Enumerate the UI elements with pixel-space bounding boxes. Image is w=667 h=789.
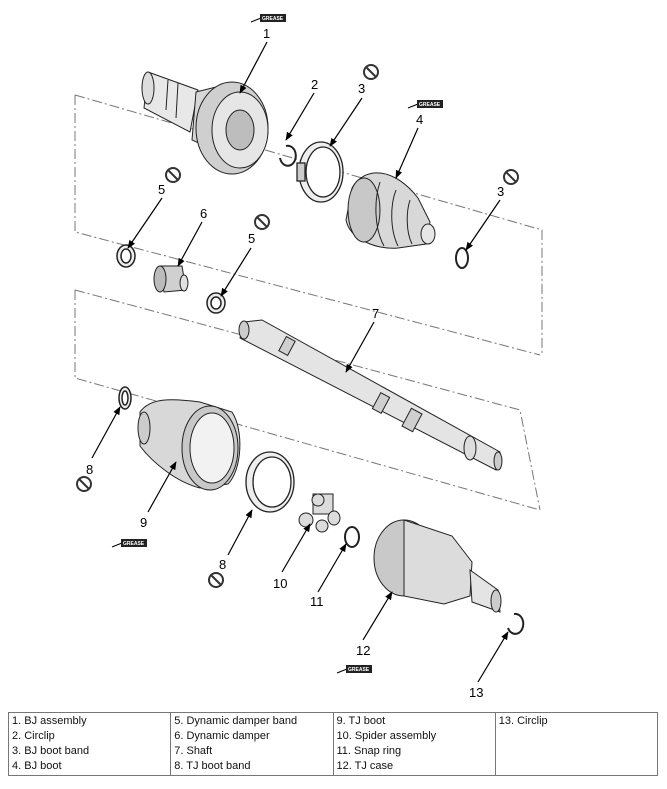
callout-3b: 3 bbox=[497, 184, 504, 199]
grease-tube-icon: GREASE bbox=[250, 14, 286, 23]
callout-2: 2 bbox=[311, 77, 318, 92]
callout-10: 10 bbox=[273, 576, 287, 591]
svg-text:GREASE: GREASE bbox=[419, 102, 441, 108]
grease-tube-icon: GREASE bbox=[111, 539, 147, 548]
do-not-reuse-icon bbox=[254, 214, 270, 230]
legend-item: 4. BJ boot bbox=[12, 760, 62, 772]
legend-item: 9. TJ boot bbox=[336, 715, 386, 727]
legend-column-2: 5. Dynamic damper band 6. Dynamic damper… bbox=[170, 712, 334, 776]
assembly-frame-upper bbox=[74, 94, 543, 356]
callout-12: 12 bbox=[356, 643, 370, 658]
callout-4: 4 bbox=[416, 112, 423, 127]
callout-3: 3 bbox=[358, 81, 365, 96]
bj-assembly bbox=[141, 71, 269, 175]
callout-8b: 8 bbox=[219, 557, 226, 572]
legend-column-3: 9. TJ boot 10. Spider assembly 11. Snap … bbox=[332, 712, 496, 776]
legend-item: 7. Shaft bbox=[174, 745, 213, 757]
legend-column-1: 1. BJ assembly 2. Circlip 3. BJ boot ban… bbox=[7, 712, 172, 776]
legend-item: 1. BJ assembly bbox=[12, 715, 87, 727]
legend-item: 11. Snap ring bbox=[336, 745, 402, 757]
callout-5b: 5 bbox=[248, 231, 255, 246]
snap-ring bbox=[344, 526, 360, 548]
callout-1: 1 bbox=[263, 26, 270, 41]
svg-text:GREASE: GREASE bbox=[123, 541, 145, 547]
legend-item: 6. Dynamic damper bbox=[174, 730, 270, 742]
do-not-reuse-icon bbox=[165, 167, 181, 183]
spider-assembly bbox=[298, 493, 341, 533]
legend-row: 1. BJ assembly 2. Circlip 3. BJ boot ban… bbox=[7, 712, 659, 776]
svg-text:GREASE: GREASE bbox=[348, 667, 370, 673]
legend-item: 2. Circlip bbox=[12, 730, 55, 742]
do-not-reuse-icon bbox=[208, 572, 224, 588]
bj-boot-band-upper bbox=[296, 141, 344, 203]
grease-tube-icon: GREASE bbox=[336, 665, 372, 674]
callout-5: 5 bbox=[158, 182, 165, 197]
legend-item: 5. Dynamic damper band bbox=[174, 715, 298, 727]
dynamic-damper bbox=[153, 265, 189, 293]
callout-7: 7 bbox=[372, 306, 379, 321]
legend-column-4: 13. Circlip bbox=[494, 712, 659, 776]
tj-case bbox=[373, 519, 502, 613]
assembly-frame-lower bbox=[74, 289, 541, 511]
callout-6: 6 bbox=[200, 206, 207, 221]
callout-9: 9 bbox=[140, 515, 147, 530]
tj-boot-band-large bbox=[245, 451, 295, 513]
do-not-reuse-icon bbox=[503, 169, 519, 185]
legend-item: 3. BJ boot band bbox=[12, 745, 90, 757]
leader-arrow-icon bbox=[91, 41, 509, 683]
parts-legend-table: 1. BJ assembly 2. Circlip 3. BJ boot ban… bbox=[7, 712, 659, 776]
callout-labels: 1 2 3 4 5 6 5 3 7 8 9 8 10 11 12 13 bbox=[86, 26, 504, 700]
do-not-reuse-icon bbox=[76, 476, 92, 492]
tj-boot bbox=[137, 399, 241, 491]
exploded-driveshaft-diagram: GREASE GREASE GREASE GREASE bbox=[74, 14, 543, 700]
circlip-13 bbox=[507, 612, 525, 635]
shaft bbox=[238, 319, 503, 471]
legend-item: 10. Spider assembly bbox=[336, 730, 437, 742]
tj-boot-band-small bbox=[118, 386, 132, 410]
do-not-reuse-icon bbox=[363, 64, 379, 80]
callout-8: 8 bbox=[86, 462, 93, 477]
legend-item: 12. TJ case bbox=[336, 760, 394, 772]
circlip-2 bbox=[279, 144, 297, 167]
callout-11: 11 bbox=[310, 594, 324, 609]
bj-boot-band-right bbox=[455, 247, 469, 269]
legend-item: 13. Circlip bbox=[498, 715, 548, 727]
bj-boot bbox=[345, 172, 436, 249]
dynamic-damper-band-left bbox=[116, 244, 136, 268]
legend-item: 8. TJ boot band bbox=[174, 760, 251, 772]
dynamic-damper-band-right bbox=[206, 292, 226, 314]
callout-13: 13 bbox=[469, 685, 483, 700]
grease-tube-icon: GREASE bbox=[407, 100, 443, 109]
svg-text:GREASE: GREASE bbox=[262, 16, 284, 22]
